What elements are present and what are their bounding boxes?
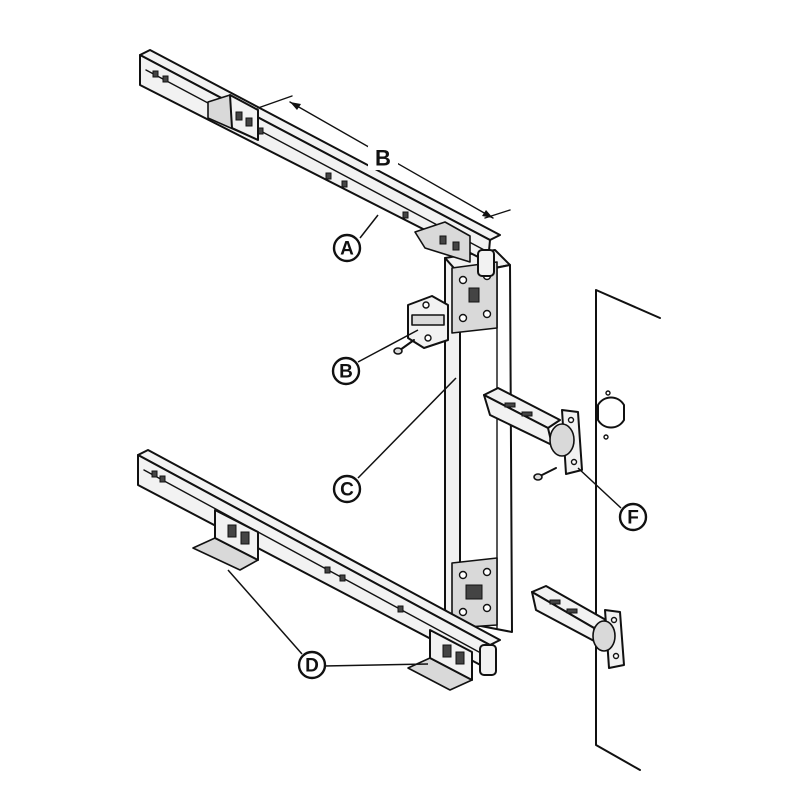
upper-hinge-f: [483, 387, 625, 481]
callout-f: F: [618, 502, 648, 532]
screw-b: [399, 339, 415, 351]
leader-d-front: [323, 663, 429, 667]
mounting-plate-b: [393, 295, 449, 355]
rail-d-hinge-barrel: [479, 644, 497, 676]
callout-a: A: [332, 233, 362, 263]
hinge-cup: [597, 396, 625, 429]
dimension-b-label-bg: [368, 146, 398, 170]
svg-text:F: F: [627, 508, 639, 529]
screw-f: [539, 467, 557, 477]
cabinet-side-panel: [595, 289, 661, 771]
lower-hinge: [531, 585, 625, 669]
rail-a-hinge-barrel: [477, 249, 495, 277]
leader-c: [357, 377, 457, 479]
callout-b: B: [331, 356, 361, 386]
svg-text:B: B: [339, 362, 353, 383]
leader-d-rear: [227, 569, 303, 655]
callout-d: D: [297, 650, 327, 680]
door-panel-c: [444, 249, 513, 633]
leader-f: [577, 467, 622, 509]
dimension-b-label: B: [375, 146, 391, 171]
leader-lines: [227, 214, 622, 667]
svg-text:D: D: [305, 656, 319, 677]
leader-b: [357, 329, 419, 363]
lower-rail-d: [137, 449, 501, 691]
callout-c: C: [332, 474, 362, 504]
svg-text:A: A: [340, 239, 354, 260]
leader-a: [359, 214, 379, 239]
upper-rail-a: [139, 49, 501, 277]
svg-text:C: C: [340, 480, 354, 501]
